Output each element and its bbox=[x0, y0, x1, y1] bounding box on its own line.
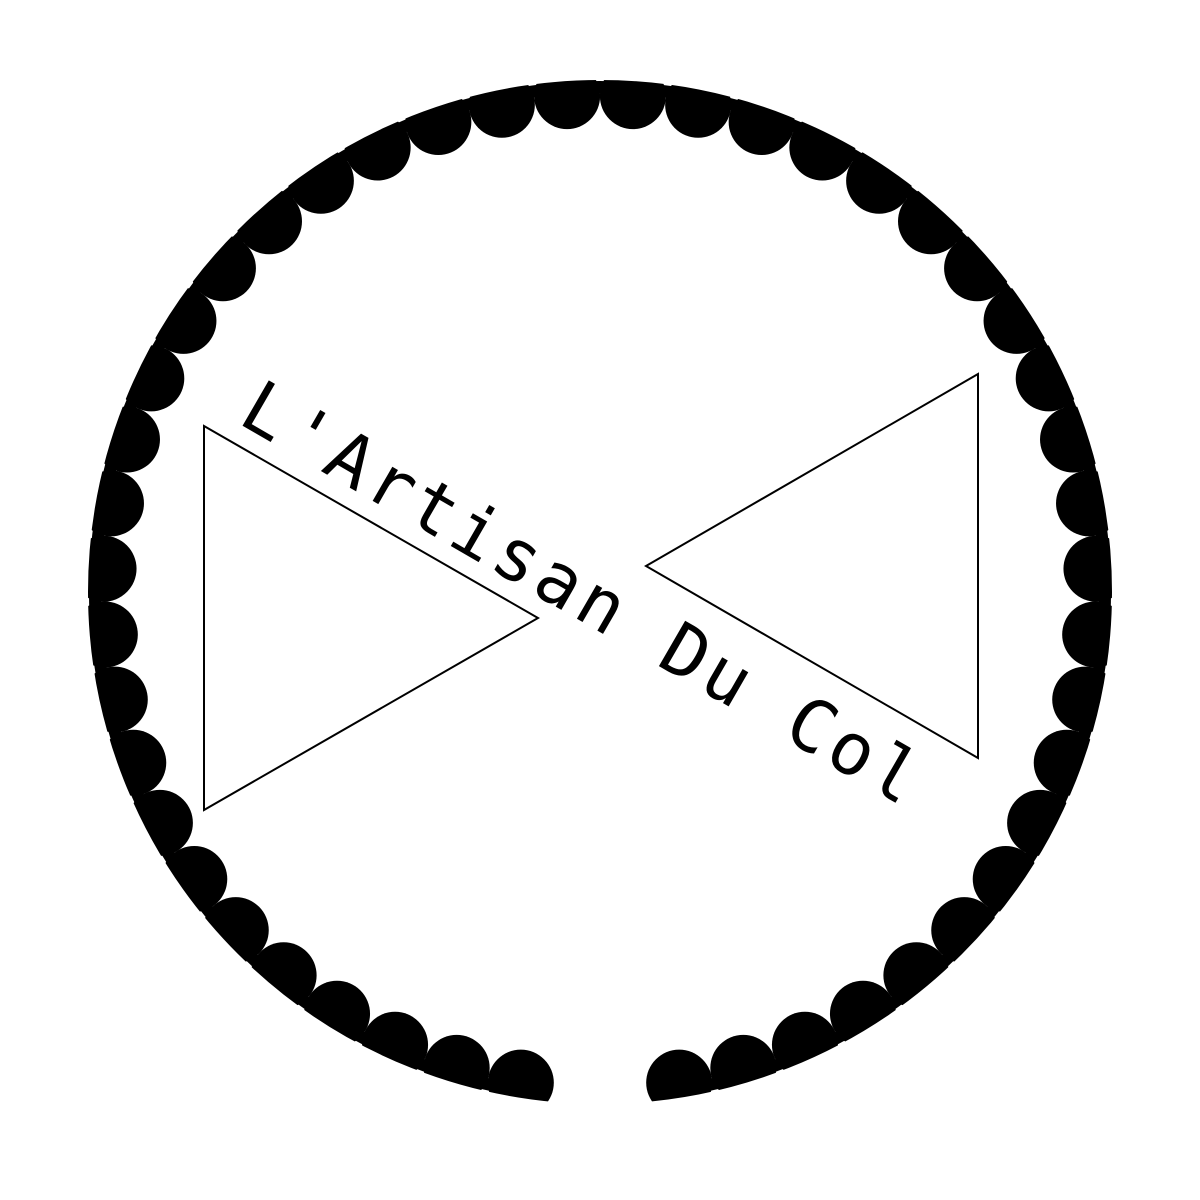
bow-tie-icon bbox=[203, 372, 979, 812]
bow-tie-left-wing bbox=[203, 424, 541, 812]
bow-tie-right-wing bbox=[644, 372, 979, 760]
scalloped-border bbox=[18, 10, 1182, 1174]
outer-trim bbox=[18, 10, 1182, 1174]
